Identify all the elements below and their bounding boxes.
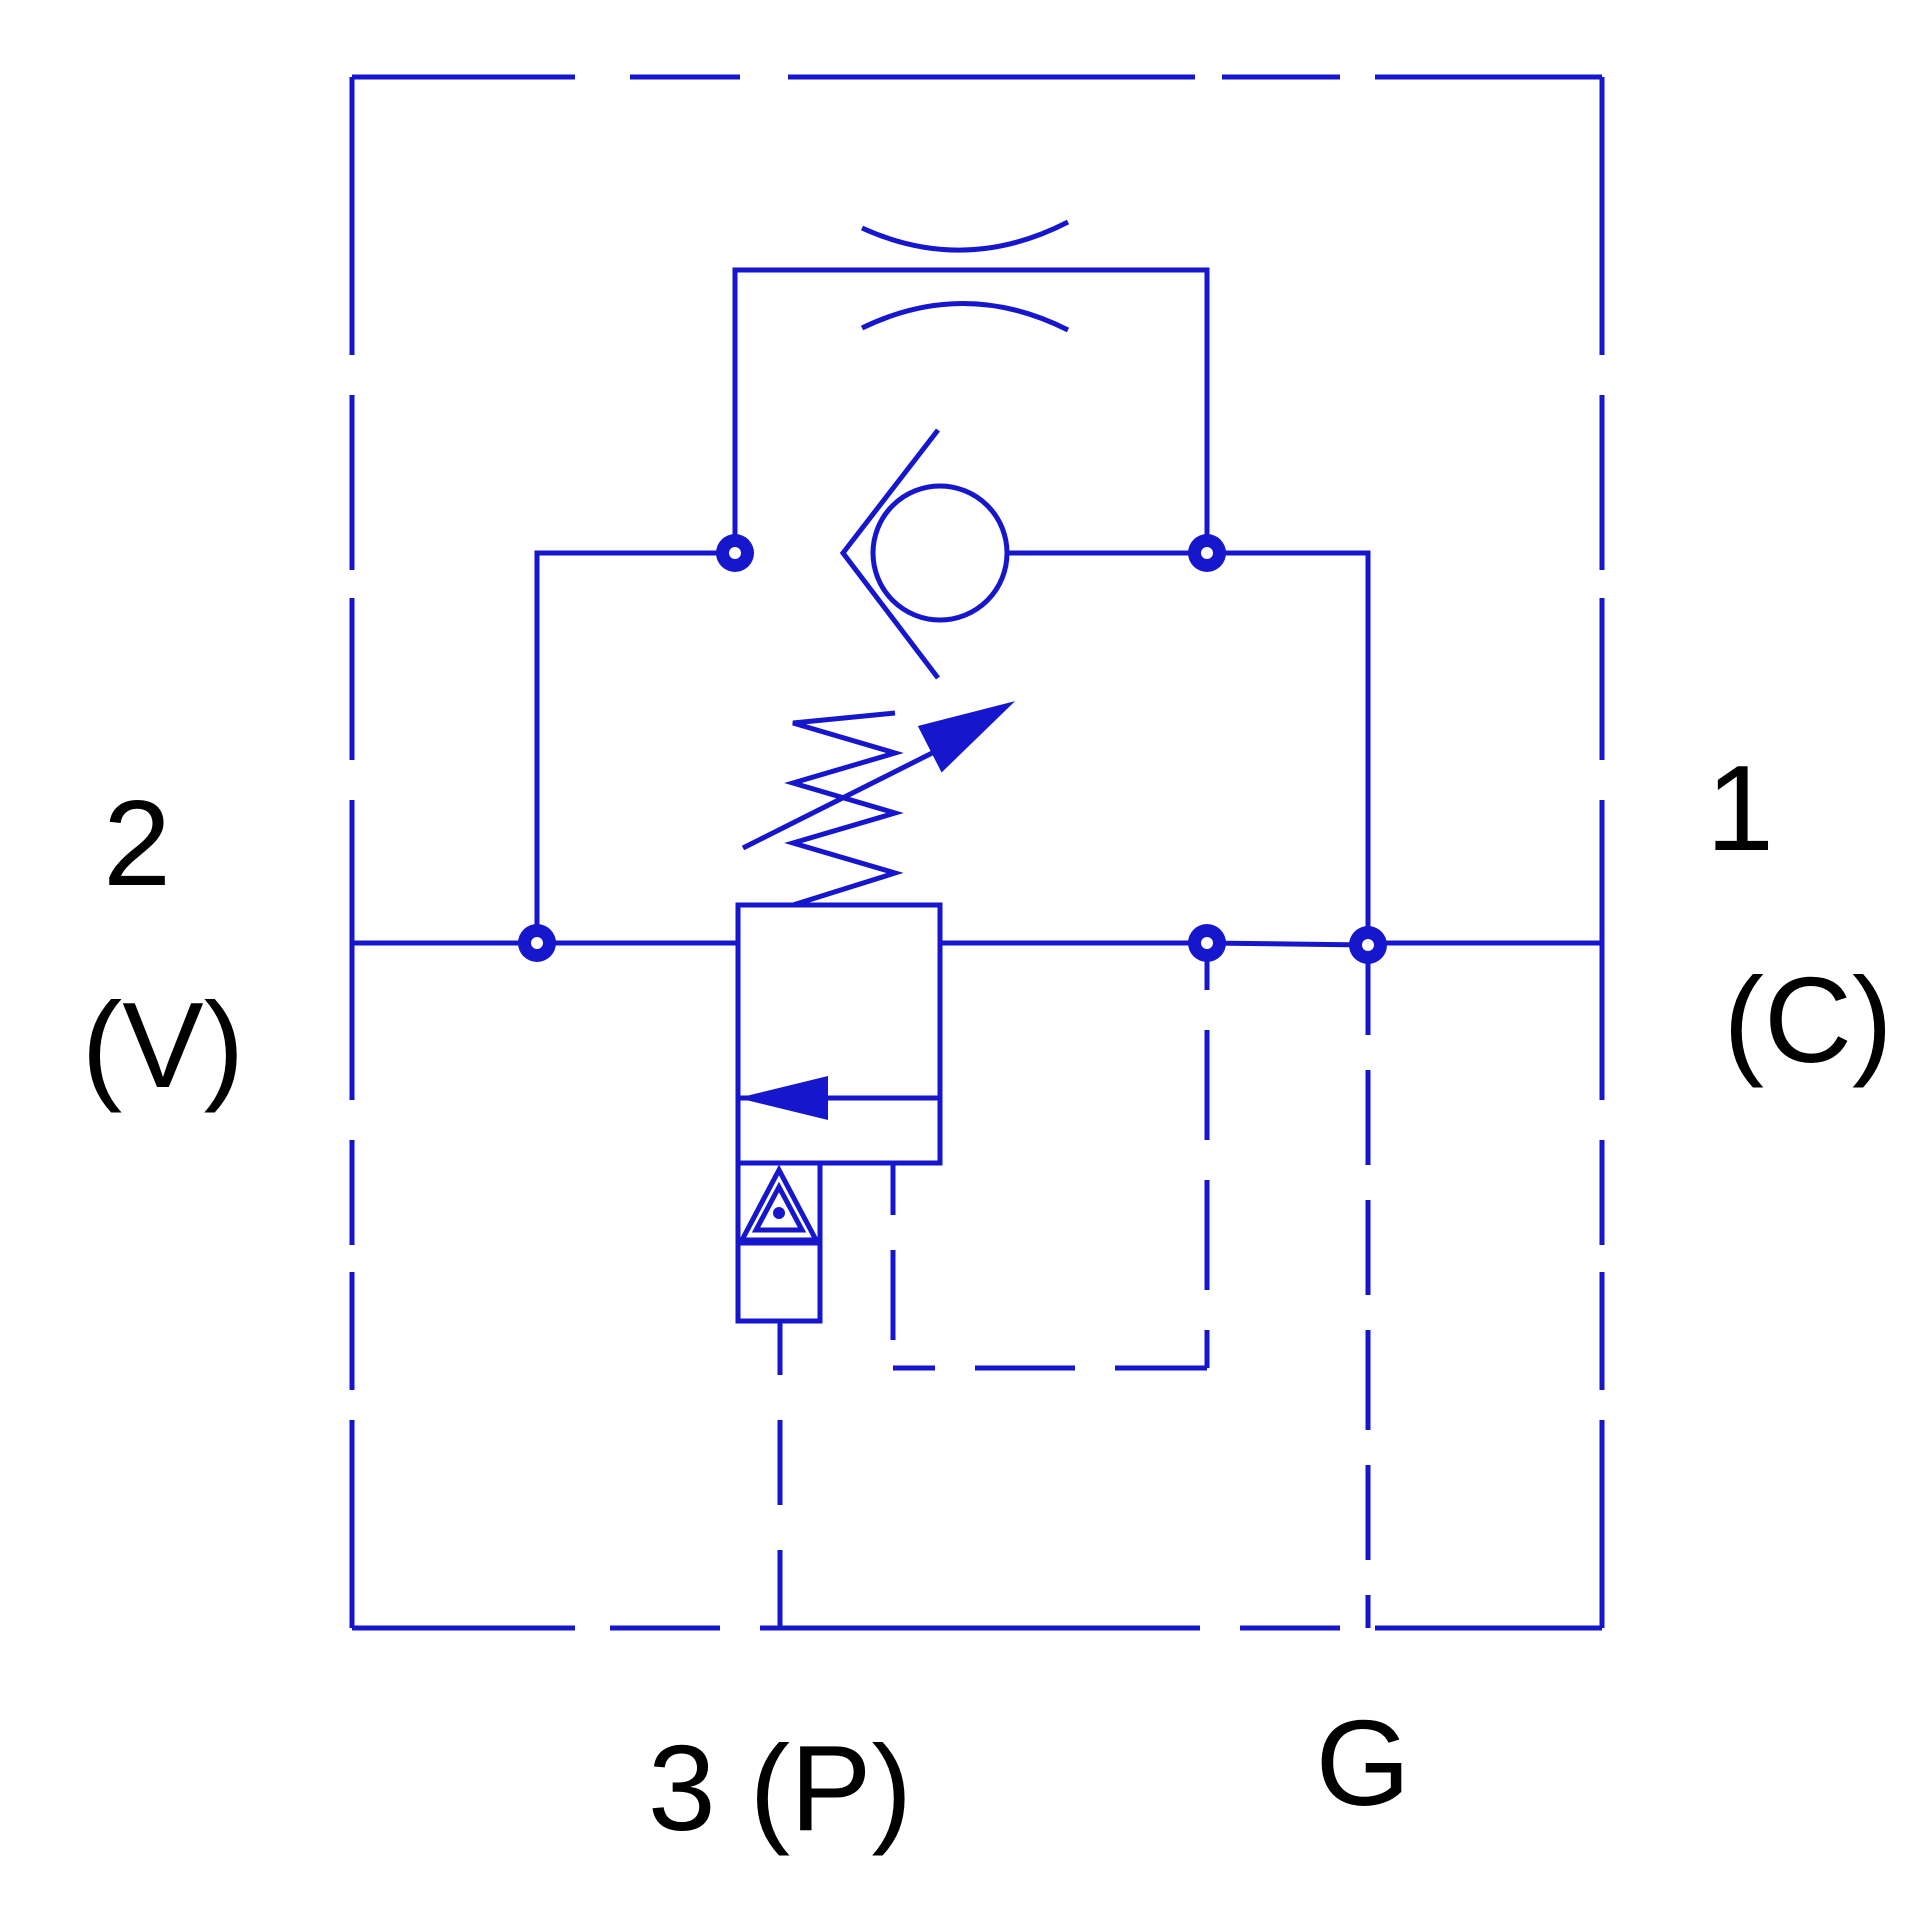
valve-spool-block [735, 902, 943, 1166]
port-2-name: (V) [82, 977, 245, 1113]
orifice-upper-arc [860, 219, 1070, 253]
flow-arrow-head [738, 1076, 828, 1120]
port-g-label: G [1316, 1695, 1411, 1831]
check-valve-symbol [839, 428, 1010, 680]
pilot-actuator [735, 1160, 823, 1324]
orifice-branch [732, 219, 1210, 553]
junction-dot [1188, 924, 1226, 962]
junction-dot [716, 534, 754, 572]
junction-dot [1188, 534, 1226, 572]
pilot-line-dashed [890, 943, 1210, 1371]
junction-dot [1349, 926, 1387, 964]
adjustment-arrow-head [917, 701, 1016, 773]
junction-dot [518, 924, 556, 962]
orifice-lower-arc [860, 301, 1070, 333]
port-1-name: (C) [1723, 952, 1892, 1088]
check-valve-ball [870, 483, 1010, 623]
port-3-label: 3 (P) [648, 1720, 912, 1856]
port-2-number: 2 [103, 775, 171, 911]
port-1-number: 1 [1706, 740, 1774, 876]
adjustable-spring-symbol [741, 701, 1016, 908]
check-valve-seat [839, 428, 940, 680]
valve-enclosure-boundary [349, 74, 1605, 1631]
check-valve-branch [534, 550, 1371, 943]
